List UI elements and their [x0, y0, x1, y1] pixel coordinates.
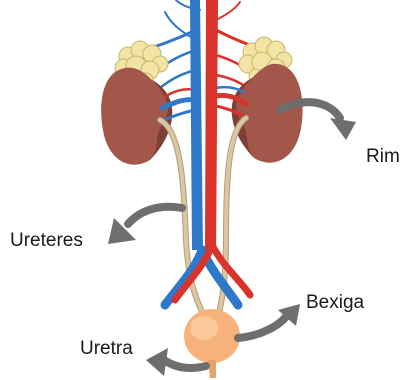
label-rim: Rim	[366, 147, 400, 166]
aorta	[205, 0, 218, 250]
label-uretra: Uretra	[80, 339, 133, 358]
iliac-vessels	[165, 245, 250, 305]
left-kidney	[101, 68, 172, 165]
label-ureteres: Ureteres	[10, 231, 83, 250]
vena-cava	[190, 0, 203, 250]
arrow-ureteres	[108, 207, 182, 244]
right-kidney	[232, 64, 303, 163]
label-bexiga: Bexiga	[306, 293, 364, 312]
upper-vessel-branches	[145, 0, 262, 92]
arrow-bexiga	[238, 304, 300, 338]
